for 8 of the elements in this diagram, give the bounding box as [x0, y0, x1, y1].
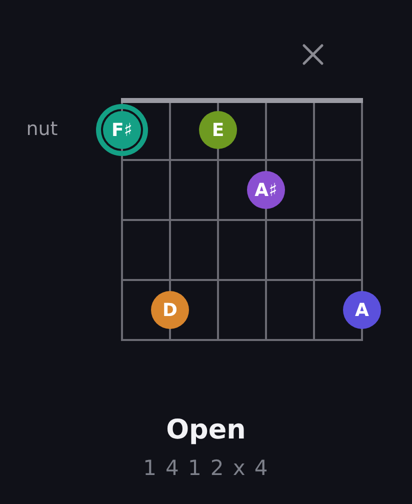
note-marker: D [151, 291, 189, 329]
chord-title: Open [166, 414, 246, 446]
note-marker: A [343, 291, 381, 329]
nut-label: nut [26, 119, 58, 141]
finger-numbers: 1 4 1 2 x 4 [143, 456, 269, 480]
root-note-marker: F♯ [96, 104, 148, 156]
note-marker: A♯ [247, 171, 285, 209]
note-marker: E [199, 111, 237, 149]
